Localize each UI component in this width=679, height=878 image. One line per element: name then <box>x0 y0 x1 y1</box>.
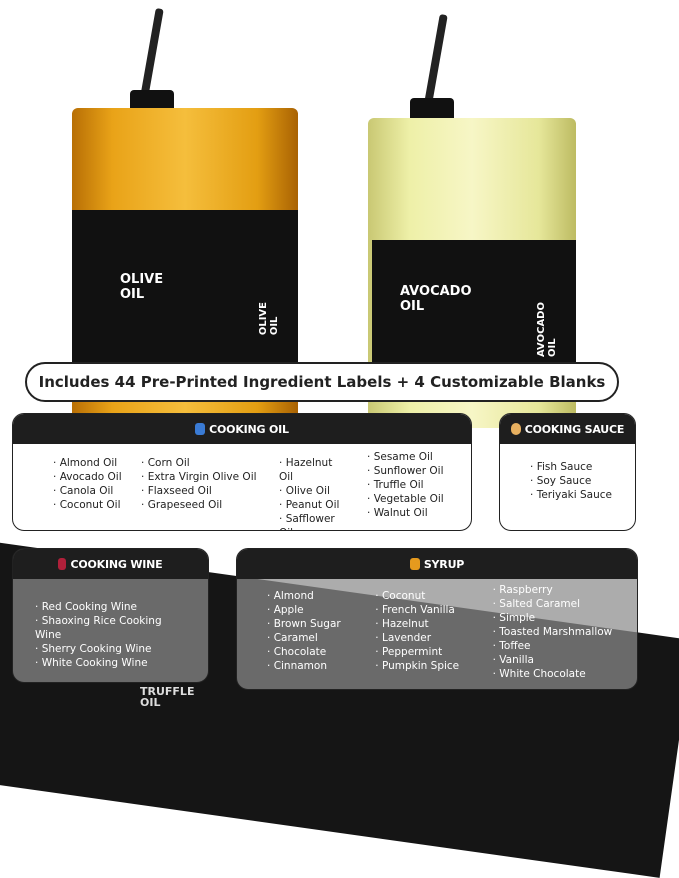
list-item: Pumpkin Spice <box>375 659 474 673</box>
label-vertical-text: AVOCADO OIL <box>536 302 558 358</box>
list-item: Flaxseed Oil <box>141 484 261 498</box>
list-item: Lavender <box>375 631 474 645</box>
list-item: Walnut Oil <box>367 506 447 520</box>
list-item: Toasted Marshmallow <box>493 625 619 639</box>
list-column: Hazelnut OilOlive OilPeanut OilSafflower… <box>279 456 349 530</box>
list-column: AlmondAppleBrown SugarCaramelChocolateCi… <box>267 589 357 681</box>
list-item: Shaoxing Rice Cooking Wine <box>35 614 190 642</box>
sauce-bowl-icon <box>510 423 521 435</box>
list-item: Red Cooking Wine <box>35 600 190 614</box>
panel-header: SYRUP <box>237 549 637 579</box>
list-item: Almond <box>267 589 357 603</box>
panel-list: Red Cooking WineShaoxing Rice Cooking Wi… <box>13 579 208 670</box>
list-item: Toffee <box>493 639 619 653</box>
list-item: White Chocolate <box>493 667 619 681</box>
pour-spout <box>424 13 448 105</box>
list-item: Canola Oil <box>53 484 123 498</box>
list-item: Hazelnut Oil <box>279 456 349 484</box>
label-vertical-text: OLIVE OIL <box>258 302 280 336</box>
panel-title: COOKING WINE <box>70 557 163 571</box>
list-item: French Vanilla <box>375 603 474 617</box>
wine-glass-icon <box>58 558 67 570</box>
panel-header: COOKING WINE <box>13 549 208 579</box>
olive-oil-label: OLIVE OIL OLIVE OIL <box>72 210 298 362</box>
list-item: Soy Sauce <box>530 474 612 488</box>
list-item: Vegetable Oil <box>367 492 447 506</box>
panel-list: AlmondAppleBrown SugarCaramelChocolateCi… <box>237 579 637 681</box>
cooking-oil-panel: COOKING OIL Almond OilAvocado OilCanola … <box>12 413 472 531</box>
list-column: Sesame OilSunflower OilTruffle OilVegeta… <box>367 450 447 530</box>
list-item: Safflower Oil <box>279 512 349 530</box>
panel-title: SYRUP <box>423 557 465 571</box>
labels-count-banner: Includes 44 Pre-Printed Ingredient Label… <box>25 362 619 402</box>
list-item: Extra Virgin Olive Oil <box>141 470 261 484</box>
list-item: Sherry Cooking Wine <box>35 642 190 656</box>
pour-spout <box>140 7 164 99</box>
list-item: Corn Oil <box>141 456 261 470</box>
panel-title: COOKING OIL <box>209 422 289 436</box>
list-item: Truffle Oil <box>367 478 447 492</box>
list-item: Coconut Oil <box>53 498 123 512</box>
list-item: Fish Sauce <box>530 460 612 474</box>
panel-list: Almond OilAvocado OilCanola OilCoconut O… <box>13 444 471 530</box>
panel-list: Fish SauceSoy SauceTeriyaki Sauce <box>500 444 635 502</box>
honey-jar-icon <box>409 558 420 570</box>
panel-header: COOKING OIL <box>13 414 471 444</box>
list-item: Almond Oil <box>53 456 123 470</box>
oil-can-icon <box>195 423 206 435</box>
list-column: CoconutFrench VanillaHazelnutLavenderPep… <box>375 589 474 681</box>
list-item: Cinnamon <box>267 659 357 673</box>
panel-title: COOKING SAUCE <box>524 422 625 436</box>
list-column: Almond OilAvocado OilCanola OilCoconut O… <box>53 456 123 530</box>
panel-header: COOKING SAUCE <box>500 414 635 444</box>
list-item: Salted Caramel <box>493 597 619 611</box>
list-item: Brown Sugar <box>267 617 357 631</box>
list-item: Sesame Oil <box>367 450 447 464</box>
syrup-panel: SYRUP AlmondAppleBrown SugarCaramelChoco… <box>236 548 638 690</box>
background-label-truffle-oil: TRUFFLE OIL <box>140 685 195 709</box>
list-item: Simple <box>493 611 619 625</box>
list-item: Chocolate <box>267 645 357 659</box>
list-item: Teriyaki Sauce <box>530 488 612 502</box>
list-column: Corn OilExtra Virgin Olive OilFlaxseed O… <box>141 456 261 530</box>
list-item: Hazelnut <box>375 617 474 631</box>
list-column: Red Cooking WineShaoxing Rice Cooking Wi… <box>35 600 190 670</box>
label-title: AVOCADO OIL <box>400 284 472 314</box>
list-item: Vanilla <box>493 653 619 667</box>
avocado-oil-label: AVOCADO OIL AVOCADO OIL <box>372 240 576 362</box>
list-item: Sunflower Oil <box>367 464 447 478</box>
list-item: Caramel <box>267 631 357 645</box>
list-item: Coconut <box>375 589 474 603</box>
cooking-sauce-panel: COOKING SAUCE Fish SauceSoy SauceTeriyak… <box>499 413 636 531</box>
label-title: OLIVE OIL <box>120 272 164 302</box>
list-item: Peanut Oil <box>279 498 349 512</box>
list-column: Fish SauceSoy SauceTeriyaki Sauce <box>530 460 612 502</box>
cooking-wine-panel: COOKING WINE Red Cooking WineShaoxing Ri… <box>12 548 209 683</box>
list-column: RaspberrySalted CaramelSimpleToasted Mar… <box>493 583 619 681</box>
list-item: White Cooking Wine <box>35 656 190 670</box>
list-item: Raspberry <box>493 583 619 597</box>
list-item: Olive Oil <box>279 484 349 498</box>
list-item: Peppermint <box>375 645 474 659</box>
list-item: Avocado Oil <box>53 470 123 484</box>
list-item: Apple <box>267 603 357 617</box>
list-item: Grapeseed Oil <box>141 498 261 512</box>
